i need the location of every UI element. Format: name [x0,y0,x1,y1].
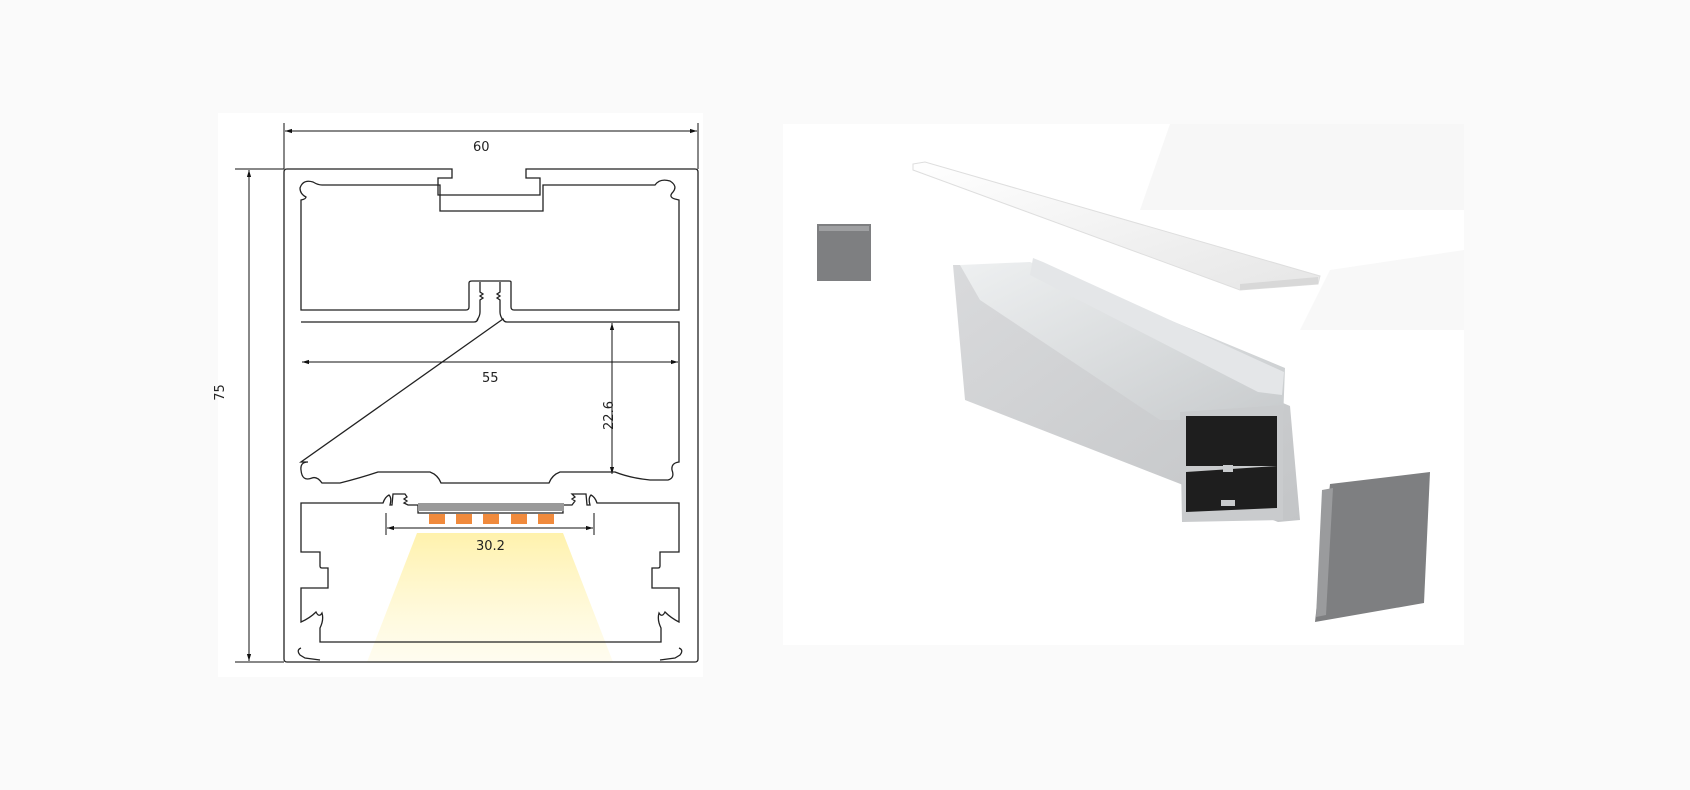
light-beam [367,533,613,662]
cross-section-drawing: 60 75 55 22.6 30.2 [213,113,703,677]
dimension-inner-width: 55 [482,371,499,386]
end-cap-left [817,224,871,281]
product-render-illustration [817,124,1464,622]
exploded-product-render [783,124,1464,645]
aluminium-profile-body [953,258,1300,522]
diffuser-cover [912,161,1321,291]
dimension-overall-height: 75 [212,384,228,401]
dimension-overall-width: 60 [473,140,490,155]
dimension-chamber-height: 22.6 [601,401,617,430]
led-pcb [418,503,564,511]
end-cap-right [1315,472,1430,622]
dimension-led-width: 30.2 [476,539,505,554]
profile-outline-drawing [235,123,699,663]
led-chips [429,514,554,524]
